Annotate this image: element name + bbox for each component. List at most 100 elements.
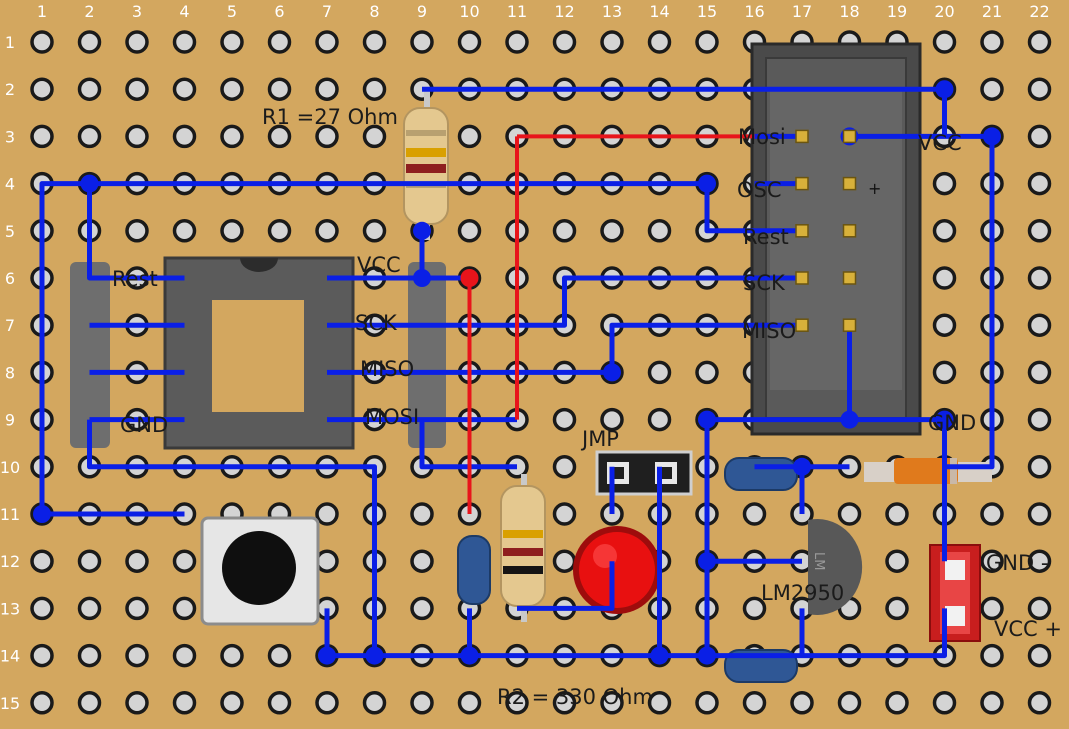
hole xyxy=(647,30,672,54)
hole xyxy=(552,407,577,432)
regulator-label: LM2950 xyxy=(761,581,844,605)
hole xyxy=(980,502,1004,526)
r1-label: R1 =27 Ohm xyxy=(262,105,398,129)
capacitors xyxy=(457,457,798,683)
hole xyxy=(1027,219,1052,243)
column-number: 14 xyxy=(649,2,669,21)
wire-node xyxy=(413,221,431,240)
miso-header-label: MISO xyxy=(742,319,796,343)
header-pin xyxy=(795,176,809,191)
hole xyxy=(980,643,1004,668)
hole xyxy=(932,313,957,337)
hole xyxy=(1027,313,1052,337)
hole xyxy=(125,596,149,621)
hole xyxy=(77,30,102,54)
hole xyxy=(742,596,767,621)
hole xyxy=(172,30,197,54)
wire-node xyxy=(698,552,716,571)
hole xyxy=(837,502,862,526)
hole xyxy=(885,596,909,621)
hole xyxy=(647,691,672,715)
hole xyxy=(885,502,909,526)
hole xyxy=(932,691,957,715)
sck-ic-label: SCK xyxy=(355,311,398,335)
wire-node xyxy=(650,646,669,665)
left-pin-header xyxy=(70,262,110,448)
gnd-power-label: GND - xyxy=(986,551,1048,575)
column-number: 9 xyxy=(417,2,427,21)
wire-node xyxy=(80,174,99,193)
wire-node xyxy=(698,410,716,429)
hole xyxy=(1027,407,1052,432)
column-number: 6 xyxy=(274,2,284,21)
hole xyxy=(552,691,577,715)
isp-header xyxy=(750,42,922,436)
hole xyxy=(30,643,54,668)
row-number: 1 xyxy=(5,33,15,52)
resistor-r1 xyxy=(403,90,449,240)
hole xyxy=(77,691,102,715)
hole xyxy=(125,219,149,243)
hole xyxy=(457,691,482,715)
hole xyxy=(505,30,529,54)
column-number: 8 xyxy=(369,2,379,21)
hole xyxy=(552,219,577,243)
row-number: 7 xyxy=(5,316,15,335)
r2-label: R2 = 330 Ohm xyxy=(497,685,653,709)
hole xyxy=(125,549,149,573)
header-pin xyxy=(795,271,809,285)
hole xyxy=(172,643,197,668)
hole xyxy=(885,549,909,573)
hole xyxy=(932,219,957,243)
wire xyxy=(849,133,995,470)
wire-node xyxy=(318,646,336,665)
row-number: 14 xyxy=(0,647,20,666)
wire xyxy=(87,183,185,281)
hole xyxy=(77,643,102,668)
hole xyxy=(1027,360,1052,385)
header-pin xyxy=(842,318,857,332)
hole xyxy=(457,124,482,149)
hole xyxy=(125,643,149,668)
hole xyxy=(172,77,197,101)
wire-node xyxy=(935,410,954,429)
hole xyxy=(695,691,719,715)
hole xyxy=(1027,124,1052,149)
hole xyxy=(742,691,767,715)
wire-node xyxy=(413,269,431,287)
hole xyxy=(600,407,624,432)
hole xyxy=(980,691,1004,715)
wire-node xyxy=(603,363,621,382)
hole xyxy=(362,691,387,715)
hole xyxy=(172,691,197,715)
header-pin xyxy=(795,318,809,332)
hole xyxy=(980,77,1004,101)
wire xyxy=(87,419,377,656)
hole xyxy=(980,596,1004,621)
mosi-ic-label: MOSI xyxy=(365,405,419,429)
column-number: 17 xyxy=(792,2,812,21)
wire-node xyxy=(983,127,1001,146)
wire-node xyxy=(33,505,51,523)
row-number: 2 xyxy=(5,80,15,99)
hole xyxy=(30,691,54,715)
hole xyxy=(552,30,577,54)
ic-socket xyxy=(163,256,355,450)
hole xyxy=(1027,455,1052,479)
pin1-mark: + xyxy=(868,179,881,198)
hole xyxy=(315,77,339,101)
hole xyxy=(1027,643,1052,668)
wire-node xyxy=(698,646,716,665)
column-number: 3 xyxy=(132,2,142,21)
header-pin xyxy=(842,176,857,191)
column-number: 22 xyxy=(1029,2,1049,21)
hole xyxy=(410,549,434,573)
gnd-header-label: GND xyxy=(928,411,976,435)
hole xyxy=(315,549,339,573)
mosi-header-label: Mosi xyxy=(738,125,786,149)
hole xyxy=(30,549,54,573)
header-pin xyxy=(795,129,809,144)
hole xyxy=(1027,502,1052,526)
